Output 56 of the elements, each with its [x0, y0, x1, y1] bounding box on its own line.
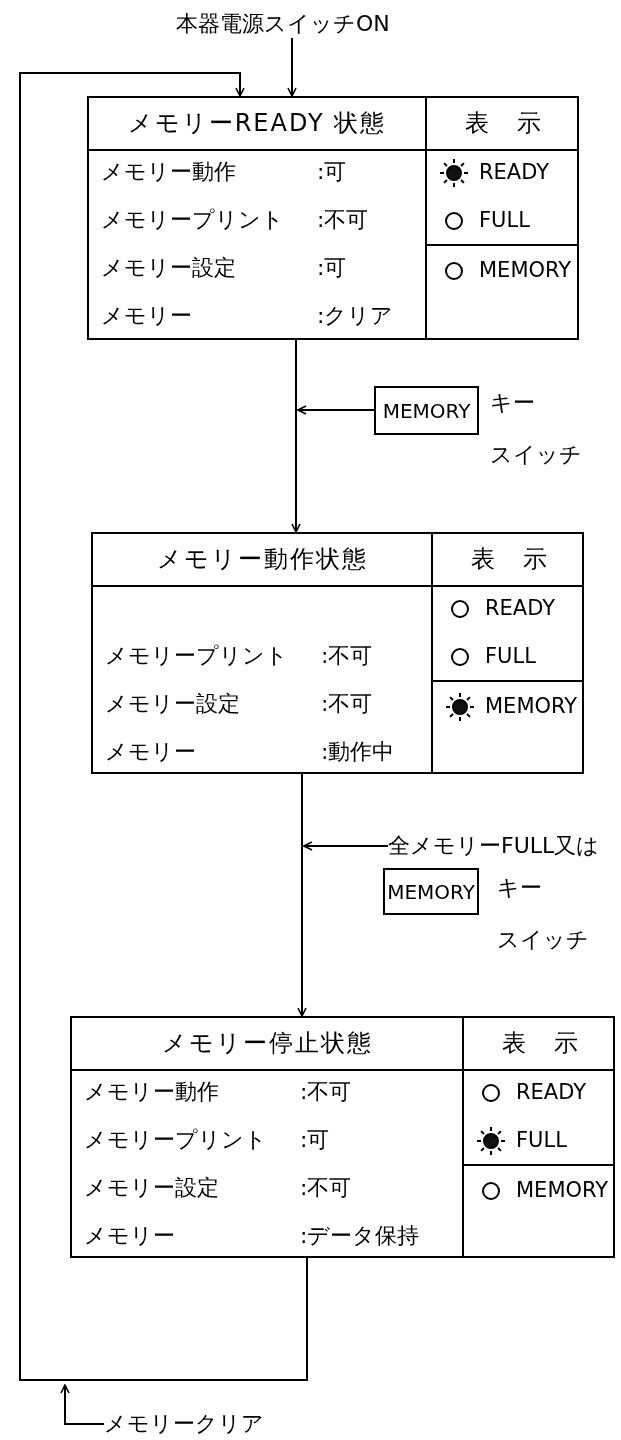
row-label: メモリー: [105, 741, 196, 763]
state-table: [91, 532, 584, 774]
row-value: :可: [317, 161, 347, 183]
indicator-label: FULL: [485, 646, 536, 667]
panel-heading: 表示: [464, 111, 570, 135]
row-value: :クリア: [317, 305, 394, 327]
state-table: [87, 96, 579, 340]
row-label: メモリー設定: [105, 693, 240, 715]
row-label: メモリー動作: [101, 161, 236, 183]
row-value: :可: [317, 257, 347, 279]
row-label: メモリー: [101, 305, 192, 327]
key-box: MEMORY: [374, 386, 479, 435]
key-caption: スイッチ: [497, 929, 589, 951]
leader-arrow: [297, 405, 375, 415]
row-value: :動作中: [321, 741, 395, 763]
row-label: メモリープリント: [101, 209, 284, 231]
row-value: :不可: [321, 645, 373, 667]
panel-heading: 表示: [469, 547, 576, 571]
row-value: :不可: [300, 1177, 352, 1199]
row-value: :可: [300, 1129, 330, 1151]
row-label: メモリープリント: [105, 645, 288, 667]
table-heading: メモリーREADY 状態: [126, 111, 388, 135]
table-heading: メモリー停止状態: [160, 1031, 374, 1055]
leader-arrow: [303, 841, 389, 851]
row-value: :データ保持: [300, 1225, 420, 1247]
table-heading: メモリー動作状態: [155, 547, 369, 571]
row-value: :不可: [300, 1081, 352, 1103]
indicator-label: FULL: [479, 210, 530, 231]
row-value: :不可: [317, 209, 369, 231]
arrow: [19, 72, 308, 1381]
row-label: メモリー設定: [84, 1177, 219, 1199]
leader-arrow: [60, 1384, 105, 1425]
row-label: メモリー動作: [84, 1081, 219, 1103]
arrow: [287, 37, 297, 97]
arrow: [297, 773, 307, 1017]
arrow: [291, 339, 301, 533]
key-caption: キー: [497, 877, 542, 899]
row-label: メモリー: [84, 1225, 175, 1247]
note-text: 全メモリーFULL又は: [388, 830, 621, 862]
indicator-label: READY: [485, 598, 556, 619]
indicator-label: MEMORY: [516, 1180, 609, 1201]
row-label: メモリープリント: [84, 1129, 267, 1151]
note-text: メモリークリア: [104, 1410, 294, 1438]
indicator-label: MEMORY: [479, 260, 572, 281]
indicator-label: READY: [516, 1082, 587, 1103]
key-box: MEMORY: [383, 868, 479, 915]
row-value: :不可: [321, 693, 373, 715]
indicator-label: FULL: [516, 1130, 567, 1151]
key-caption: スイッチ: [490, 444, 582, 466]
state-table: [70, 1016, 615, 1258]
row-label: メモリー設定: [101, 257, 236, 279]
note-text: 本器電源スイッチON: [176, 10, 410, 38]
indicator-label: MEMORY: [485, 696, 578, 717]
key-caption: キー: [490, 392, 535, 414]
panel-heading: 表示: [500, 1031, 607, 1055]
indicator-label: READY: [479, 162, 550, 183]
